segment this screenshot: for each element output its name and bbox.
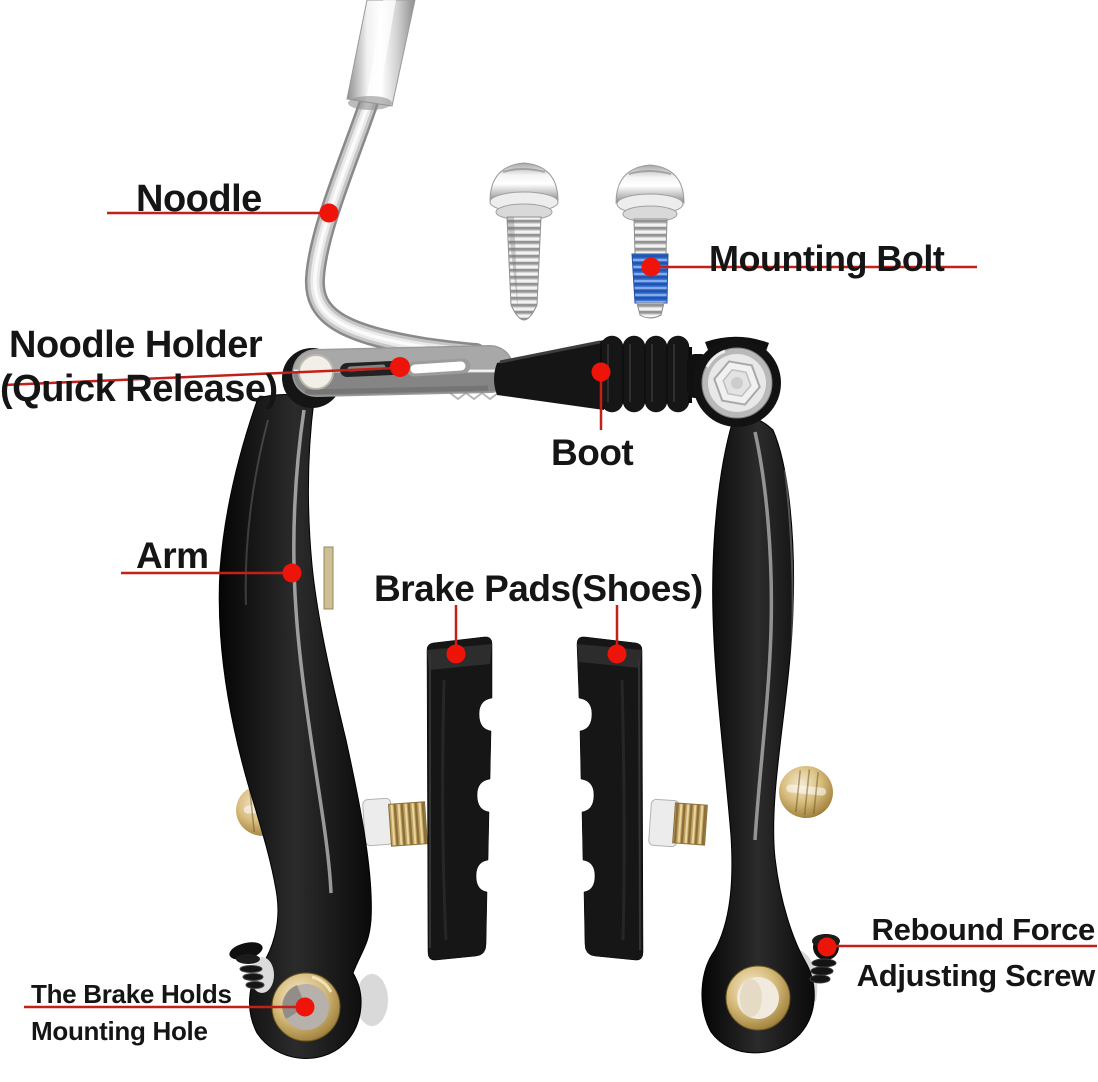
right-mounting-hole [725,965,791,1031]
noodle-ferrule [346,0,416,110]
mounting-hole-label-line1: The Brake Holds [31,979,232,1009]
mounting-bolt-plain [489,162,559,321]
brake-pads-label: Brake Pads(Shoes) [374,568,703,609]
annotations [3,211,1097,1009]
dot-rebound-screw [817,937,837,957]
noodle-label: Noodle [136,178,262,220]
dot-noodle [319,203,339,223]
noodle-holder [282,345,514,408]
brake-pad-left [426,636,493,961]
mounting-bolt-label: Mounting Bolt [709,238,945,279]
right-olive-nut [779,765,833,819]
mounting-bolt-threadlock [615,164,685,319]
pad-spring-strip [323,546,334,610]
dot-arm [282,563,302,583]
dot-noodle-holder [390,357,410,377]
rebound-screw-label: Rebound Force Adjusting Screw [856,907,1096,999]
dot-boot [591,362,611,382]
arm-label: Arm [136,535,209,576]
dot-brake-pad-right [607,644,627,664]
right-brake-arm [701,416,840,1054]
left-pad-thread [388,801,428,847]
rebound-screw-label-line2: Adjusting Screw [856,957,1096,993]
noodle-holder-label-line1: Noodle Holder [9,324,263,366]
noodle-holder-label-line2: (Quick Release) [0,368,278,411]
mounting-hole-label-line2: Mounting Hole [31,1015,208,1046]
mounting-hole-label: The Brake Holds Mounting Hole [31,976,232,1050]
left-tension-screw [229,942,274,993]
right-pad-fixing [648,765,833,848]
dot-mounting-bolt [641,257,661,277]
annotation-dots [282,203,837,1017]
right-pad-thread [672,802,708,846]
left-brake-arm [218,394,388,1059]
rebound-screw-label-line1: Rebound Force [871,912,1096,947]
dot-mounting-hole [295,997,315,1017]
boot-label: Boot [551,432,634,473]
noodle-holder-label: Noodle Holder (Quick Release) [0,323,278,412]
brake-pad-right [576,636,644,961]
noodle [304,0,486,363]
dot-brake-pad-left [446,644,466,664]
leader-noodle-holder [3,366,396,387]
pivot-hex-bolt [693,336,781,427]
